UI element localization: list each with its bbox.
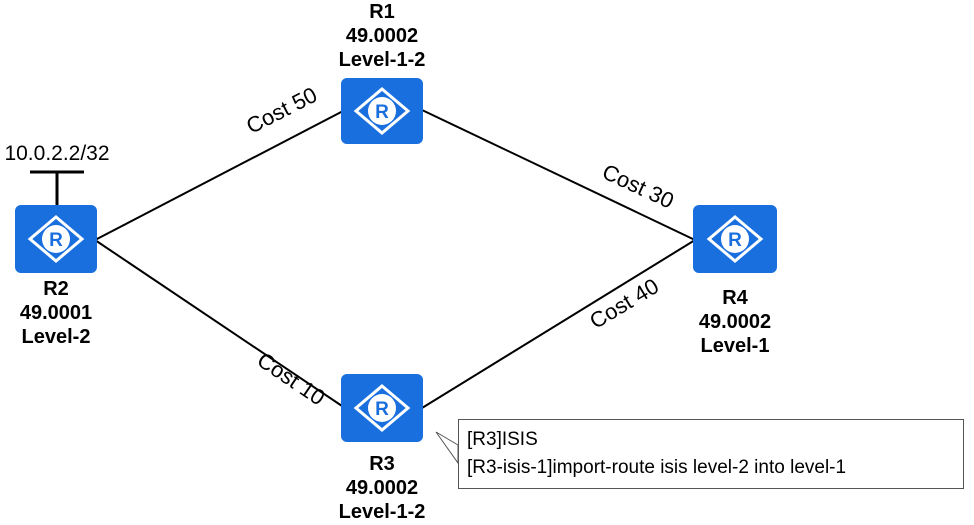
- router-name: R1: [369, 1, 395, 23]
- router-level: Level-2: [21, 326, 91, 348]
- link-label-r1-r4: Cost 30: [599, 159, 678, 214]
- link-label-r3-r4: Cost 40: [585, 273, 663, 333]
- router-area: 49.0002: [345, 477, 419, 499]
- router-name: R2: [43, 278, 69, 300]
- router-icon: R: [353, 384, 411, 432]
- router-label-r2: R2 49.0001 Level-2: [5, 277, 107, 349]
- router-level: Level-1: [700, 335, 770, 357]
- svg-text:R: R: [728, 230, 742, 251]
- callout-line-2: [R3-isis-1]import-route isis level-2 int…: [467, 457, 847, 478]
- router-icon: R: [706, 215, 764, 263]
- link-label-r2-r3: Cost 10: [253, 347, 330, 410]
- link-label-r2-r1: Cost 50: [242, 82, 321, 139]
- router-icon: R: [27, 215, 85, 263]
- svg-text:R: R: [49, 230, 63, 251]
- router-label-r3: R3 49.0002 Level-1-2: [331, 452, 433, 524]
- router-level: Level-1-2: [338, 49, 426, 71]
- router-area: 49.0001: [19, 302, 93, 324]
- link-r2-r3: [94, 239, 346, 409]
- svg-text:R: R: [375, 102, 389, 123]
- router-icon: R: [353, 87, 411, 135]
- prefix-label: 10.0.2.2/32: [4, 142, 109, 165]
- router-area: 49.0002: [698, 311, 772, 333]
- router-area: 49.0002: [345, 25, 419, 47]
- router-level: Level-1-2: [338, 501, 426, 523]
- callout-pointer: [435, 431, 459, 465]
- link-r1-r4: [421, 109, 696, 241]
- svg-text:R: R: [375, 399, 389, 420]
- router-r3[interactable]: R: [341, 374, 423, 442]
- router-name: R3: [369, 453, 395, 475]
- router-r1[interactable]: R: [341, 78, 423, 144]
- link-r2-r1: [94, 109, 346, 241]
- router-name: R4: [722, 287, 748, 309]
- router-label-r4: R4 49.0002 Level-1: [684, 286, 786, 358]
- router-r2[interactable]: R: [15, 205, 97, 273]
- config-callout: [R3]ISIS [R3-isis-1]import-route isis le…: [458, 419, 964, 489]
- link-r3-r4: [421, 239, 696, 409]
- router-r4[interactable]: R: [693, 205, 777, 273]
- callout-line-1: [R3]ISIS: [467, 429, 538, 450]
- router-label-r1: R1 49.0002 Level-1-2: [331, 0, 433, 72]
